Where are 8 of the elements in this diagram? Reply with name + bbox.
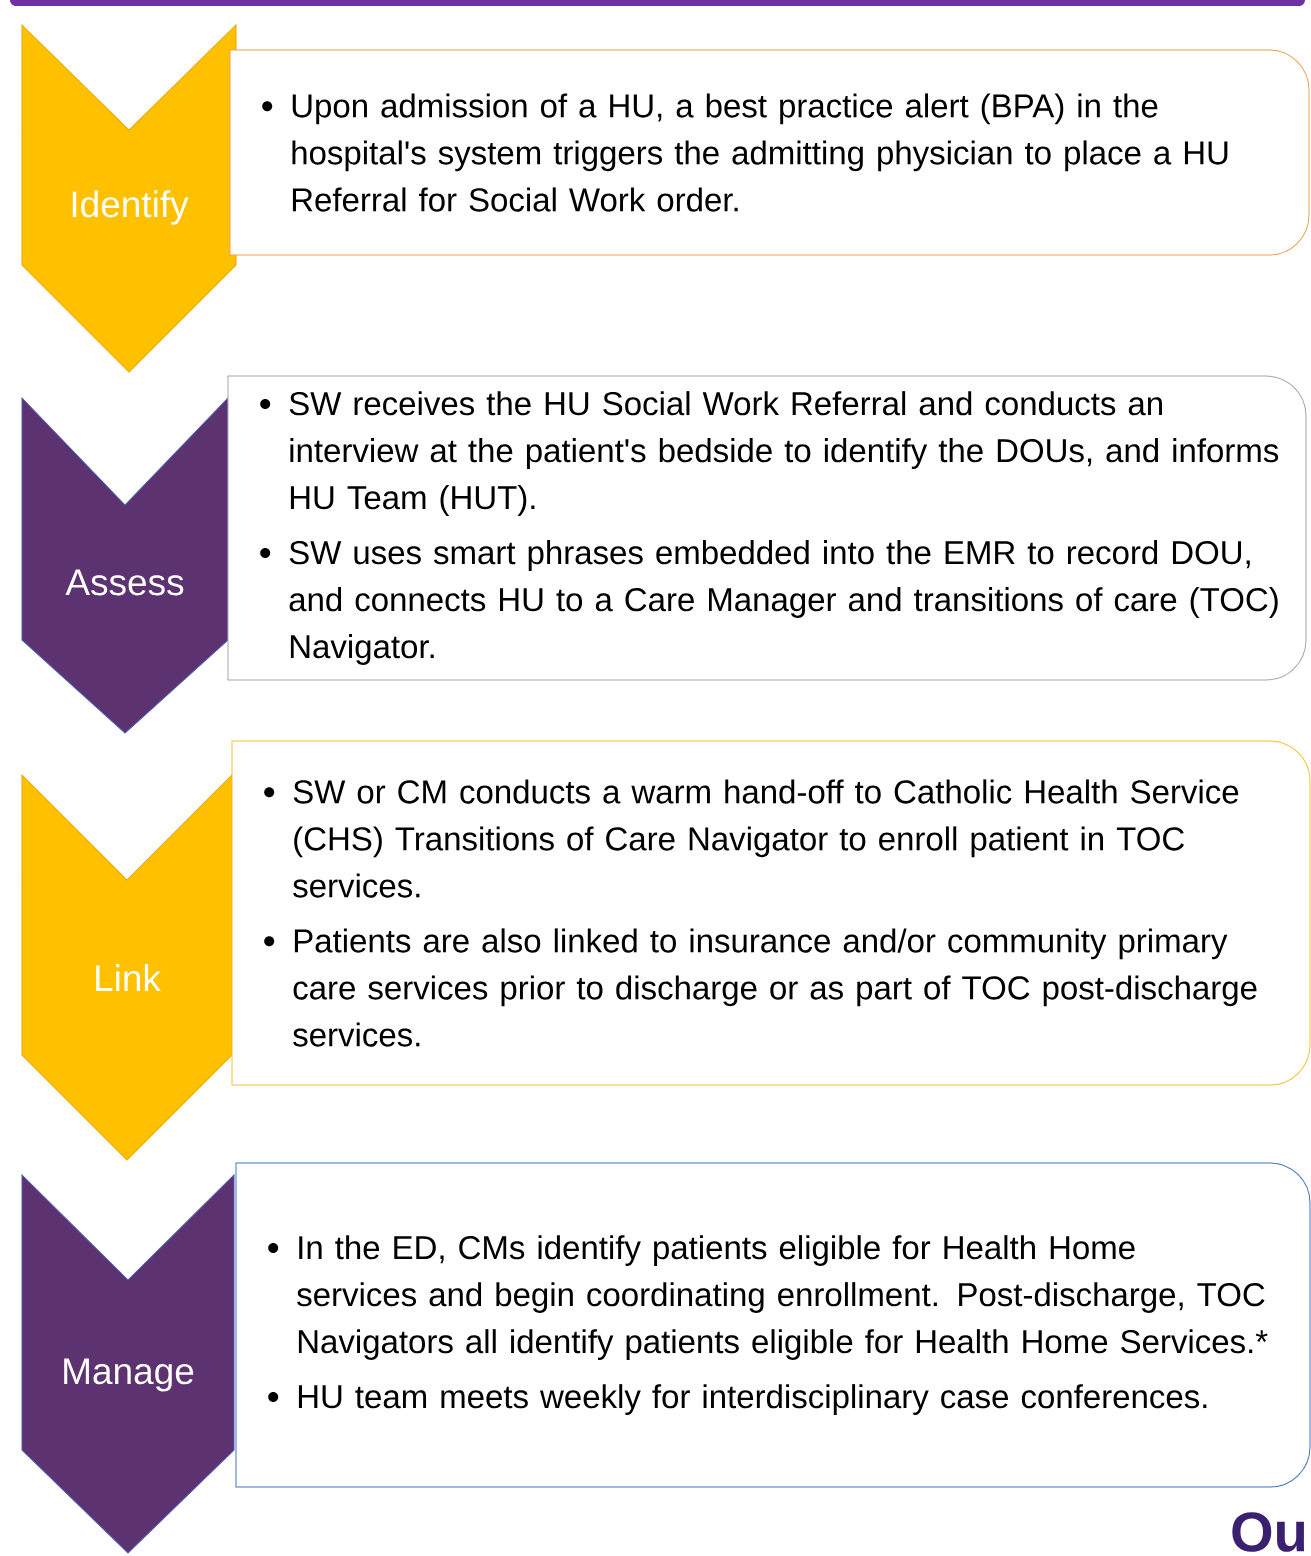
step-banner: Assess — [21, 397, 229, 734]
step-banner: Link — [21, 774, 233, 1161]
text-box: In the ED, CMs identify patients eligible for Health Home services and begin coordinating enrollment. Post-discharge, TOC Navigators all identify patients eligible for Health Home Services.* HU team meets weekly for interdisciplinary case conferences. — [235, 1162, 1311, 1488]
text-box: Upon admission of a HU, a best practice alert (BPA) in the hospital's system triggers the admitting physician to place a HU Referral for Social Work order. — [229, 49, 1310, 256]
step-banner: Manage — [21, 1174, 235, 1554]
text-box: SW receives the HU Social Work Referral and conducts an interview at the patient's bedside to identify the DOUs, and informs HU Team (HUT). SW uses smart phrases embedded into the EMR to record DOU, and connects HU to a Care Manager and transitions of care (TOC) Navigator. — [227, 375, 1307, 681]
text-box: SW or CM conducts a warm hand-off to Catholic Health Service (CHS) Transitions of Care Navigator to enroll patient in TOC services. Patients are also linked to insurance and/or community primary care services prior to discharge or as part of TOC post-discharge services. — [231, 740, 1311, 1086]
step-banner: Identify — [21, 24, 237, 373]
